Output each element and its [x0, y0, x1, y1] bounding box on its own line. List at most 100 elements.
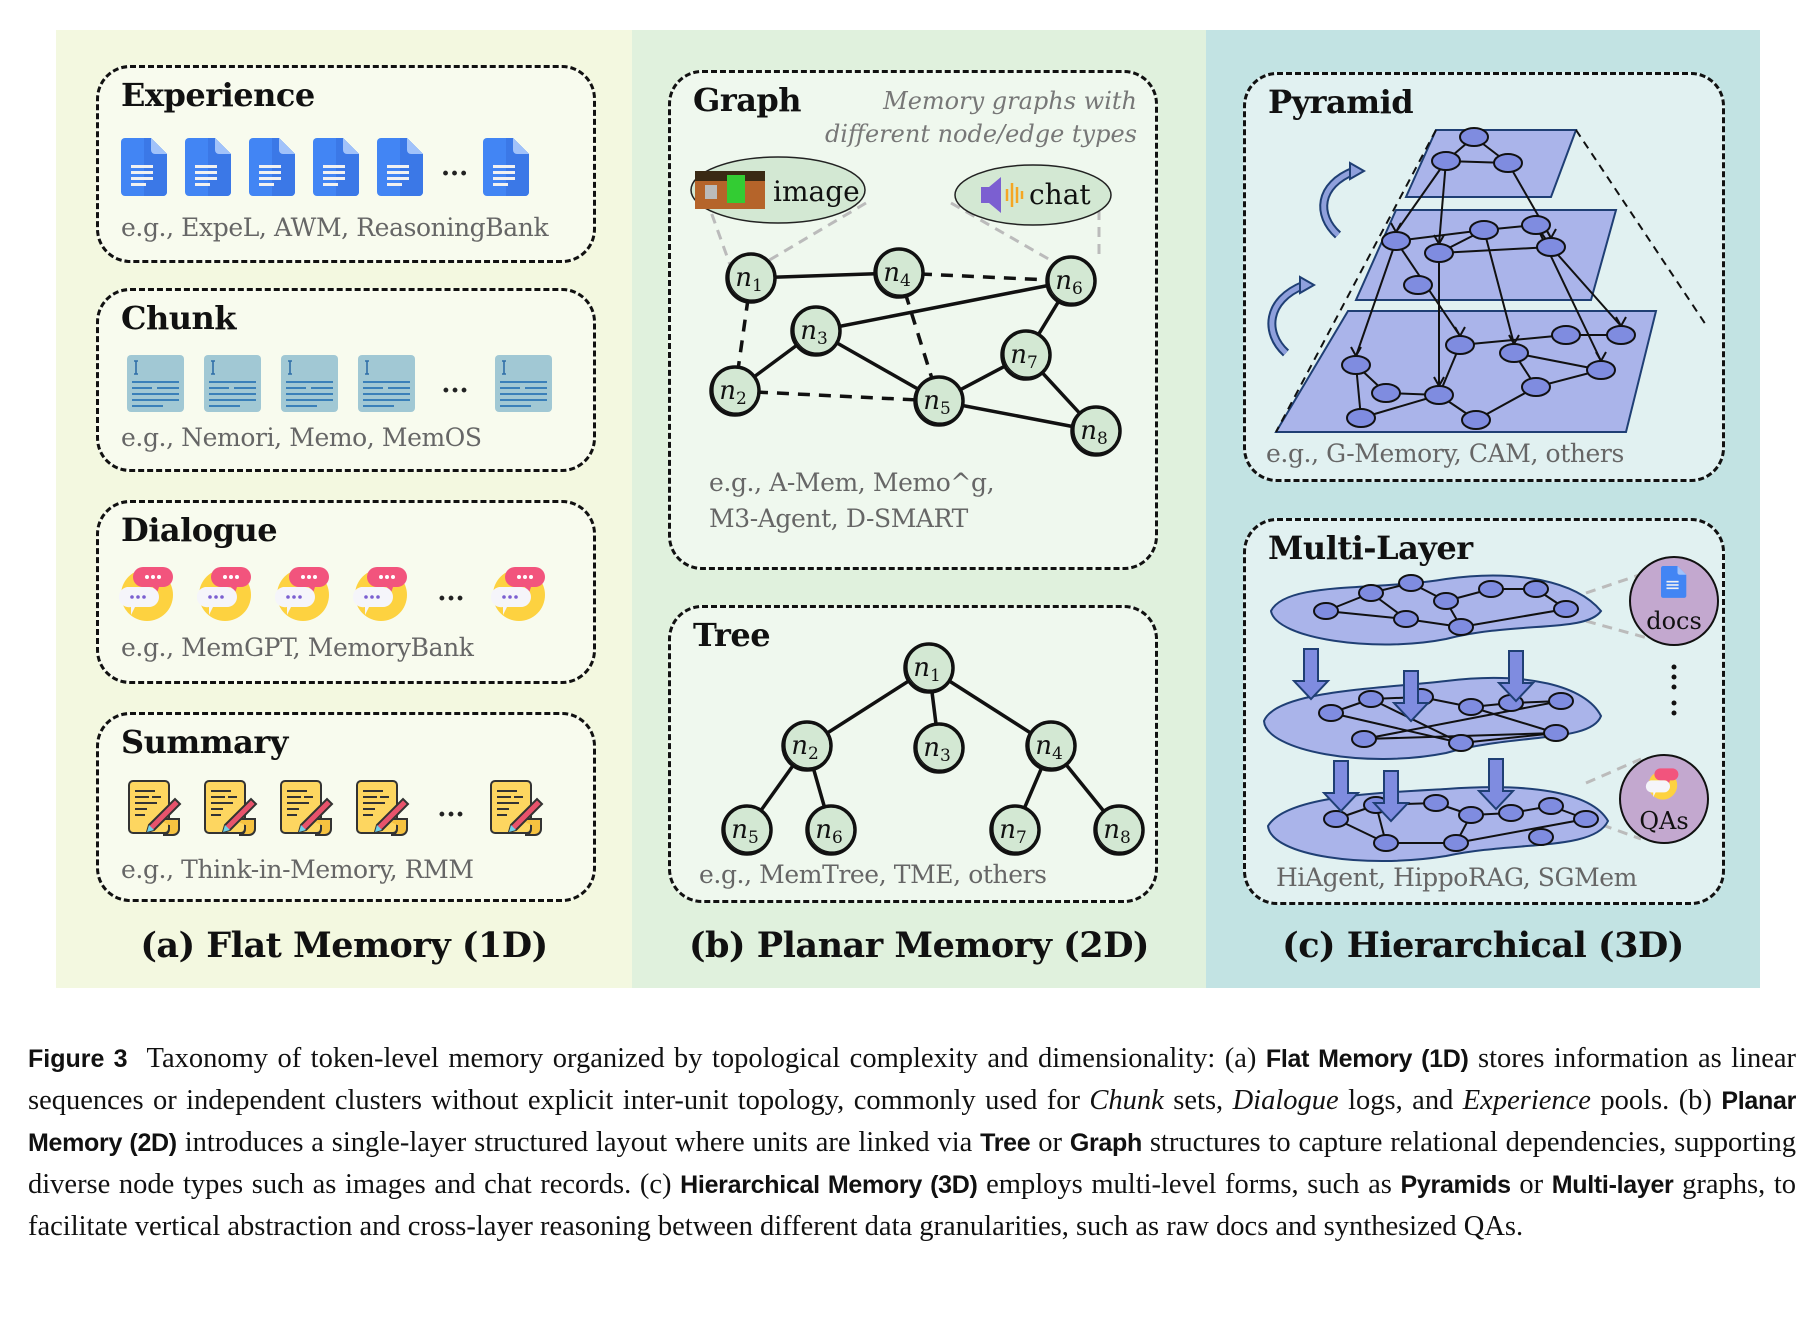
layer-node: [1431, 151, 1461, 171]
graph-node: n8: [1093, 804, 1145, 856]
graph-title: Graph: [693, 81, 802, 119]
multi-layer-box: Multi-Layer docs: [1243, 518, 1725, 905]
graph-node: n6: [805, 804, 857, 856]
chunk-examples: e.g., Nemori, Memo, MemOS: [121, 423, 482, 452]
dashed-edge: [734, 389, 940, 403]
caption-italic: Experience: [1462, 1085, 1591, 1116]
layer-node: [1586, 360, 1616, 380]
graph-node: n2: [781, 720, 833, 772]
dialogue-icons: ...: [119, 563, 549, 621]
layer-node: [1499, 343, 1529, 363]
cross-layer-arrow: [1550, 246, 1622, 327]
graph-node: n8: [1070, 405, 1122, 457]
graph-node: n4: [873, 247, 925, 299]
chat-bubbles-icon: [491, 567, 545, 621]
layer-node: [1536, 237, 1566, 257]
graph-node: n6: [1045, 255, 1097, 307]
chat-bubbles-icon: [197, 567, 251, 621]
layer-node: [1538, 797, 1564, 815]
layer-node: [1341, 355, 1371, 375]
note-pencil-icon: [204, 780, 258, 836]
ellipsis: ...: [437, 577, 465, 607]
dialogue-title: Dialogue: [121, 511, 278, 549]
graph-box: Graph Memory graphs with different node/…: [668, 70, 1158, 570]
multi-layer-diagram: docs QAs: [1262, 556, 1719, 863]
caption-bold: Planar Memory (2D): [28, 1087, 1797, 1157]
layer-node: [1423, 794, 1449, 812]
down-arrow-icon: [1371, 770, 1411, 823]
curved-arrow-icon: [1321, 168, 1355, 237]
pyramid-examples: e.g., G-Memory, CAM, others: [1266, 439, 1624, 468]
layer-node: [1313, 602, 1339, 620]
layer-node: [1445, 335, 1475, 355]
pyramid-title: Pyramid: [1268, 83, 1414, 121]
hierarchical-memory-column: Pyramid e.g., G-Memory, CAM, others M: [1206, 30, 1760, 988]
layer-node: [1553, 600, 1579, 618]
pyramid-box: Pyramid e.g., G-Memory, CAM, others: [1243, 72, 1725, 482]
figure-number: Figure 3: [28, 1045, 128, 1073]
document-icon: [313, 138, 359, 196]
layer-node: [1573, 810, 1599, 828]
document-icon: [185, 138, 231, 196]
graph-node: n7: [989, 804, 1041, 856]
layer-node: [1606, 325, 1636, 345]
multi-layer-title: Multi-Layer: [1268, 529, 1473, 567]
down-arrow-icon: [1496, 650, 1536, 703]
multi-layer-examples: HiAgent, HippoRAG, SGMem: [1276, 863, 1637, 892]
layer-node: [1381, 231, 1411, 251]
image-node-label: image: [773, 175, 860, 208]
layer-node: [1548, 692, 1574, 710]
multi-layer-networks: [1313, 574, 1599, 852]
document-icon: [483, 138, 529, 196]
text-chunk-icon: [281, 355, 338, 412]
solid-edge: [938, 399, 1097, 433]
note-pencil-icon: [128, 780, 182, 836]
taxonomy-figure: Experience ... e.g., ExpeL, AWM, Reasoni…: [56, 30, 1760, 988]
layer-node: [1448, 734, 1474, 752]
layer-node: [1493, 153, 1523, 173]
caption-text: employs multi-level forms, such as: [986, 1169, 1392, 1200]
layer-node: [1403, 275, 1433, 295]
node-label: n4: [883, 258, 911, 291]
annotation-line: different node/edge types: [824, 120, 1137, 148]
flat-memory-column: Experience ... e.g., ExpeL, AWM, Reasoni…: [56, 30, 632, 988]
pyramid-network: [1341, 127, 1636, 430]
summary-examples: e.g., Think-in-Memory, RMM: [121, 855, 474, 884]
tree-examples: e.g., MemTree, TME, others: [699, 860, 1047, 889]
dialogue-box: Dialogue ... e.g., MemGPT, MemoryBank: [96, 500, 596, 684]
solid-edge: [815, 279, 1072, 333]
chunk-icons: ...: [127, 355, 552, 412]
caption-text: introduces a single-layer structured lay…: [184, 1127, 973, 1158]
layer-node: [1424, 243, 1454, 263]
layer-node: [1358, 690, 1384, 708]
document-icon: [377, 138, 423, 196]
qas-node: QAs: [1619, 754, 1709, 844]
down-arrow-icon: [1291, 648, 1331, 701]
cross-layer-arrow: [1355, 240, 1397, 357]
chat-bubbles-icon: [275, 567, 329, 621]
layer-node: [1351, 730, 1377, 748]
down-arrow-icon: [1391, 670, 1431, 723]
summary-title: Summary: [121, 723, 288, 761]
caption-text: logs, and: [1348, 1085, 1454, 1116]
graph-node: n4: [1025, 720, 1077, 772]
layer-node: [1459, 127, 1489, 147]
caption-text: graphs, to facilitate vertical abstracti…: [28, 1169, 1797, 1242]
layer-node: [1393, 610, 1419, 628]
chat-node-label: chat: [1029, 178, 1091, 211]
chat-bubbles-icon: [119, 567, 173, 621]
note-pencil-icon: [490, 780, 544, 836]
layer-node: [1318, 704, 1344, 722]
text-chunk-icon: [127, 355, 184, 412]
graph-node: n1: [903, 642, 955, 694]
caption-text: Taxonomy of token-level memory organized…: [146, 1043, 1257, 1074]
docs-label: docs: [1646, 607, 1702, 635]
document-icon: [1661, 566, 1687, 598]
hierarchical-memory-label: (c) Hierarchical (3D): [1282, 925, 1684, 966]
layer-node: [1458, 698, 1484, 716]
docs-node: docs: [1629, 556, 1719, 646]
cross-layer-arrow: [1395, 160, 1447, 233]
summary-box: Summary ... e.g., Think-in-Memory, RMM: [96, 712, 596, 902]
layer-1: [1269, 574, 1603, 646]
